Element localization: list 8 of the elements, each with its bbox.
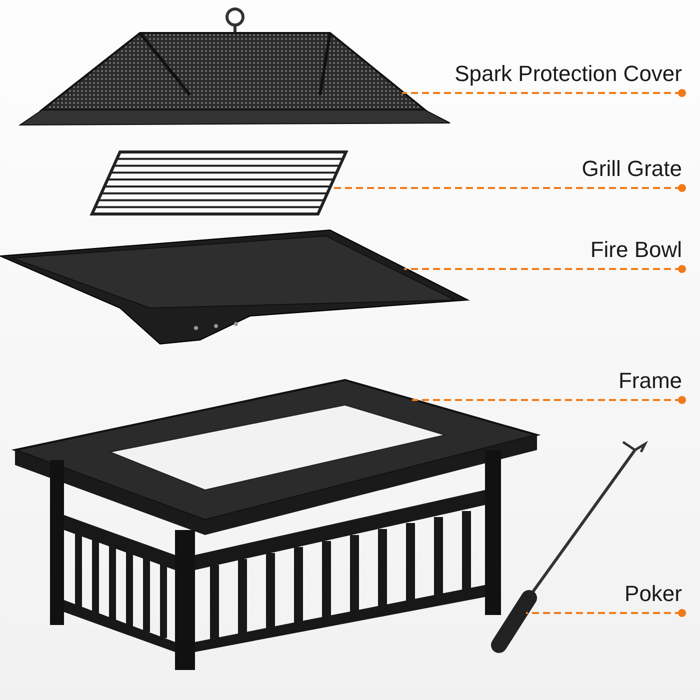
- leader-line: [402, 89, 686, 97]
- part-label: Fire Bowl: [590, 237, 682, 263]
- fire-bowl-drawing: [0, 228, 468, 344]
- grill-grate-drawing: [90, 150, 348, 216]
- part-label: Grill Grate: [582, 156, 682, 182]
- part-label: Spark Protection Cover: [454, 61, 682, 87]
- part-label: Frame: [618, 368, 682, 394]
- leader-line: [404, 265, 686, 273]
